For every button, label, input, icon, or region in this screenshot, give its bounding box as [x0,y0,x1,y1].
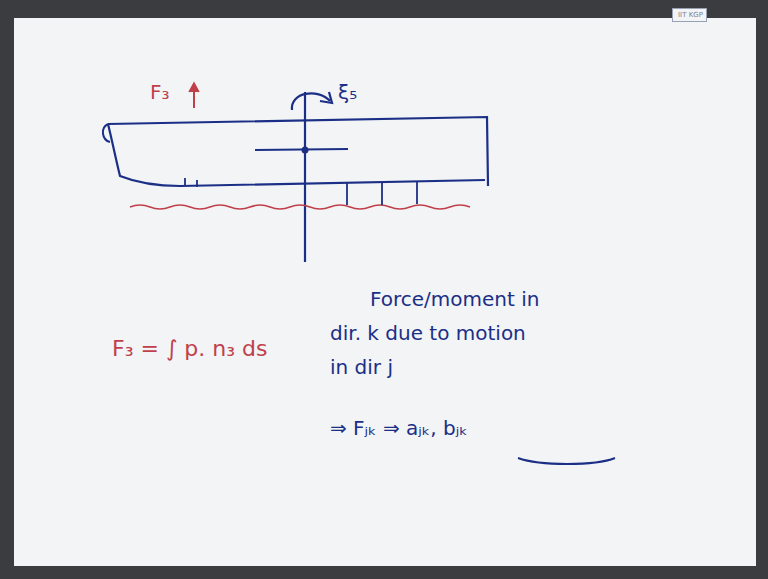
arrowhead [320,92,332,103]
hull-outline [108,117,488,186]
note-text: Force/moment in dir. k due to motion in … [330,282,545,384]
horizontal-axis [255,149,348,150]
waterline [130,205,470,209]
vertical-axis [304,92,306,262]
underline [518,458,615,464]
board [14,18,756,566]
center-dot [302,147,309,154]
coefficient-text: ⇒ Fⱼₖ ⇒ aⱼₖ, bⱼₖ [330,416,468,440]
motion-label: ξ₅ [338,80,357,104]
pressure-ticks [185,178,417,205]
integral-formula: F₃ = ∫ p. n₃ ds [112,336,267,361]
force-label: F₃ [150,80,170,104]
bow-curve [103,124,110,142]
arrowhead [189,83,199,92]
stamp-box: IIT KGP [672,8,707,22]
stamp-text: IIT KGP [678,12,701,20]
